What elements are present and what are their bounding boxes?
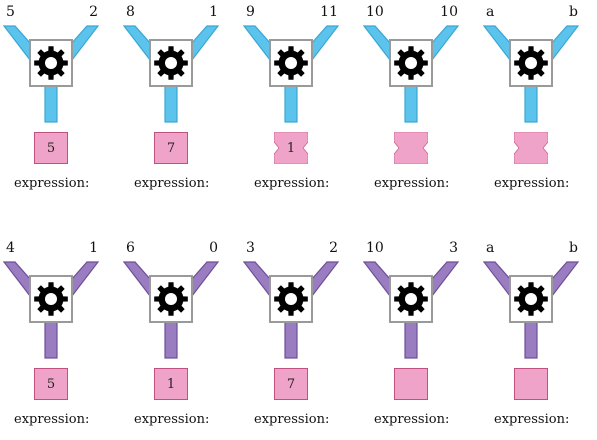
- output-box[interactable]: 7: [274, 368, 308, 400]
- machine-funnel: [362, 25, 460, 123]
- output-box[interactable]: [514, 368, 548, 400]
- output-box[interactable]: 1: [154, 368, 188, 400]
- expression-label: expression:: [374, 176, 450, 191]
- machine-funnel: [482, 25, 580, 123]
- right-input-value: 0: [209, 240, 218, 256]
- right-input-value: 1: [209, 4, 218, 20]
- machine-funnel: [482, 261, 580, 359]
- expression-label: expression:: [494, 412, 570, 427]
- left-input-value: a: [486, 4, 495, 20]
- function-machine-2-4: 10 3 expression:: [362, 240, 482, 440]
- gear-icon: [34, 282, 68, 316]
- left-input-value: 5: [6, 4, 15, 20]
- left-input-value: 10: [366, 4, 384, 20]
- right-input-value: 11: [320, 4, 338, 20]
- function-machine-1-5: a b expression:: [482, 4, 597, 204]
- gear-icon: [514, 282, 548, 316]
- output-value: 5: [46, 140, 56, 156]
- output-stem: [284, 85, 298, 123]
- function-machine-2-1: 4 1 5 expression:: [2, 240, 122, 440]
- output-box[interactable]: 5: [34, 132, 68, 164]
- right-input-value: 1: [89, 240, 98, 256]
- output-stem: [44, 321, 58, 359]
- right-input-value: b: [569, 240, 578, 256]
- gear-icon: [394, 46, 428, 80]
- expression-label: expression:: [14, 412, 90, 427]
- machine-funnel: [2, 25, 100, 123]
- left-input-value: 3: [246, 240, 255, 256]
- output-box[interactable]: 7: [154, 132, 188, 164]
- gear-icon: [34, 46, 68, 80]
- expression-label: expression:: [134, 176, 210, 191]
- function-machine-1-2: 8 1 7 expression:: [122, 4, 242, 204]
- output-box[interactable]: [394, 132, 428, 164]
- output-value: 7: [286, 376, 296, 392]
- output-stem: [404, 85, 418, 123]
- gear-icon: [274, 282, 308, 316]
- gear-icon: [394, 282, 428, 316]
- right-input-value: b: [569, 4, 578, 20]
- output-box[interactable]: 5: [34, 368, 68, 400]
- output-stem: [524, 85, 538, 123]
- gear-icon: [154, 282, 188, 316]
- output-value: 5: [46, 376, 56, 392]
- output-value: 1: [166, 376, 176, 392]
- machine-funnel: [122, 25, 220, 123]
- left-input-value: 8: [126, 4, 135, 20]
- gear-icon: [274, 46, 308, 80]
- left-input-value: 4: [6, 240, 15, 256]
- right-input-value: 3: [449, 240, 458, 256]
- left-input-value: 9: [246, 4, 255, 20]
- output-stem: [164, 85, 178, 123]
- machine-funnel: [122, 261, 220, 359]
- function-machine-1-1: 5 2 5 expression:: [2, 4, 122, 204]
- output-box[interactable]: 1: [274, 132, 308, 164]
- machine-funnel: [242, 25, 340, 123]
- function-machine-1-4: 10 10 expression:: [362, 4, 482, 204]
- output-stem: [404, 321, 418, 359]
- right-input-value: 10: [440, 4, 458, 20]
- output-stem: [524, 321, 538, 359]
- output-stem: [44, 85, 58, 123]
- expression-label: expression:: [254, 176, 330, 191]
- output-stem: [164, 321, 178, 359]
- function-machine-2-3: 3 2 7 expression:: [242, 240, 362, 440]
- gear-icon: [154, 46, 188, 80]
- function-machine-2-2: 6 0 1 expression:: [122, 240, 242, 440]
- expression-label: expression:: [494, 176, 570, 191]
- output-stem: [284, 321, 298, 359]
- output-value: 7: [166, 140, 176, 156]
- machine-funnel: [242, 261, 340, 359]
- right-input-value: 2: [329, 240, 338, 256]
- right-input-value: 2: [89, 4, 98, 20]
- output-box[interactable]: [394, 368, 428, 400]
- left-input-value: a: [486, 240, 495, 256]
- left-input-value: 6: [126, 240, 135, 256]
- machine-funnel: [2, 261, 100, 359]
- expression-label: expression:: [134, 412, 210, 427]
- output-value: 1: [286, 140, 296, 156]
- output-box[interactable]: [514, 132, 548, 164]
- machine-funnel: [362, 261, 460, 359]
- expression-label: expression:: [14, 176, 90, 191]
- gear-icon: [514, 46, 548, 80]
- expression-label: expression:: [374, 412, 450, 427]
- left-input-value: 10: [366, 240, 384, 256]
- function-machine-2-5: a b expression:: [482, 240, 597, 440]
- expression-label: expression:: [254, 412, 330, 427]
